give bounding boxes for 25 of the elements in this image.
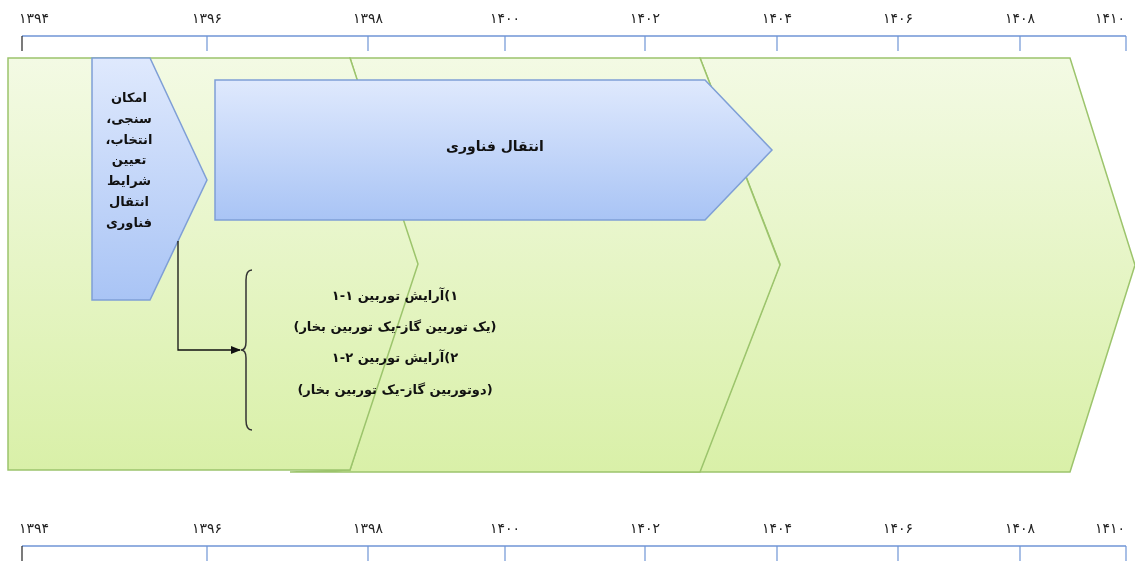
year-label: ۱۳۹۴ <box>17 520 51 536</box>
year-label: ۱۴۰۴ <box>760 10 794 26</box>
year-label: ۱۴۰۲ <box>628 520 662 536</box>
list-item-text: ۲)آرایش توربین ۲-۱ <box>330 348 460 368</box>
year-label: ۱۴۰۰ <box>488 520 522 536</box>
year-label: ۱۴۰۴ <box>760 520 794 536</box>
year-label: ۱۴۰۲ <box>628 10 662 26</box>
list-item-text: (دوتوربین گاز-یک توربین بخار) <box>296 380 494 399</box>
year-label: ۱۳۹۴ <box>17 10 51 26</box>
year-label: ۱۴۰۶ <box>881 10 915 26</box>
phase-label: انتقال فناوری <box>445 137 545 157</box>
arrow <box>177 240 241 354</box>
year-label: ۱۳۹۶ <box>190 520 224 536</box>
year-label: ۱۴۱۰ <box>1093 520 1127 536</box>
list-item-text: ۱)آرایش توربین ۱-۱ <box>330 286 460 305</box>
year-label: ۱۳۹۶ <box>190 10 224 26</box>
year-label: ۱۴۱۰ <box>1093 10 1127 26</box>
year-label: ۱۴۰۸ <box>1003 10 1037 26</box>
year-label: ۱۴۰۶ <box>881 520 915 536</box>
year-label: ۱۴۰۸ <box>1003 520 1037 536</box>
list-item-text: (یک توربین گاز-یک توربین بخار) <box>292 318 498 337</box>
year-label: ۱۳۹۸ <box>351 520 385 536</box>
year-label: ۱۳۹۸ <box>351 10 385 26</box>
year-label: ۱۴۰۰ <box>488 10 522 26</box>
phase-label: امکان سنجی، انتخاب، تعیین شرایط انتقال فناوری <box>104 89 154 232</box>
